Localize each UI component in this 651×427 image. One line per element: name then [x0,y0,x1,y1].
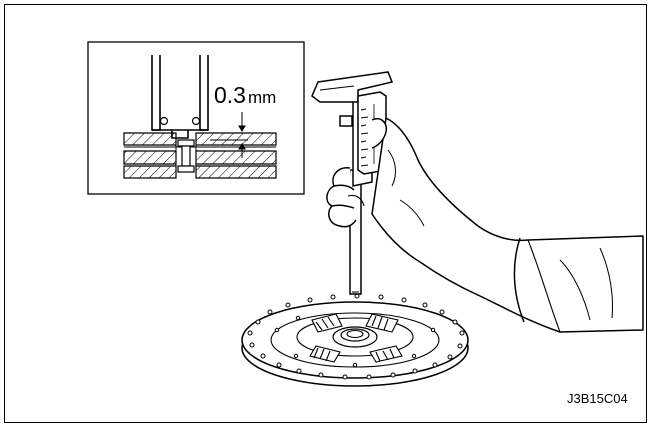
figure-frame [4,4,647,423]
caliper-thumb-screw [339,115,353,127]
inset-disc-section [123,132,277,179]
technician-hand [326,117,644,333]
figure-code: J3B15C04 [567,391,628,406]
disc-damper-springs [309,313,403,363]
disc-rivet-holes [247,293,465,380]
inset-caliper-jaws [151,55,209,139]
inset-dimension-arrows [210,112,248,158]
clutch-disc [241,293,469,387]
